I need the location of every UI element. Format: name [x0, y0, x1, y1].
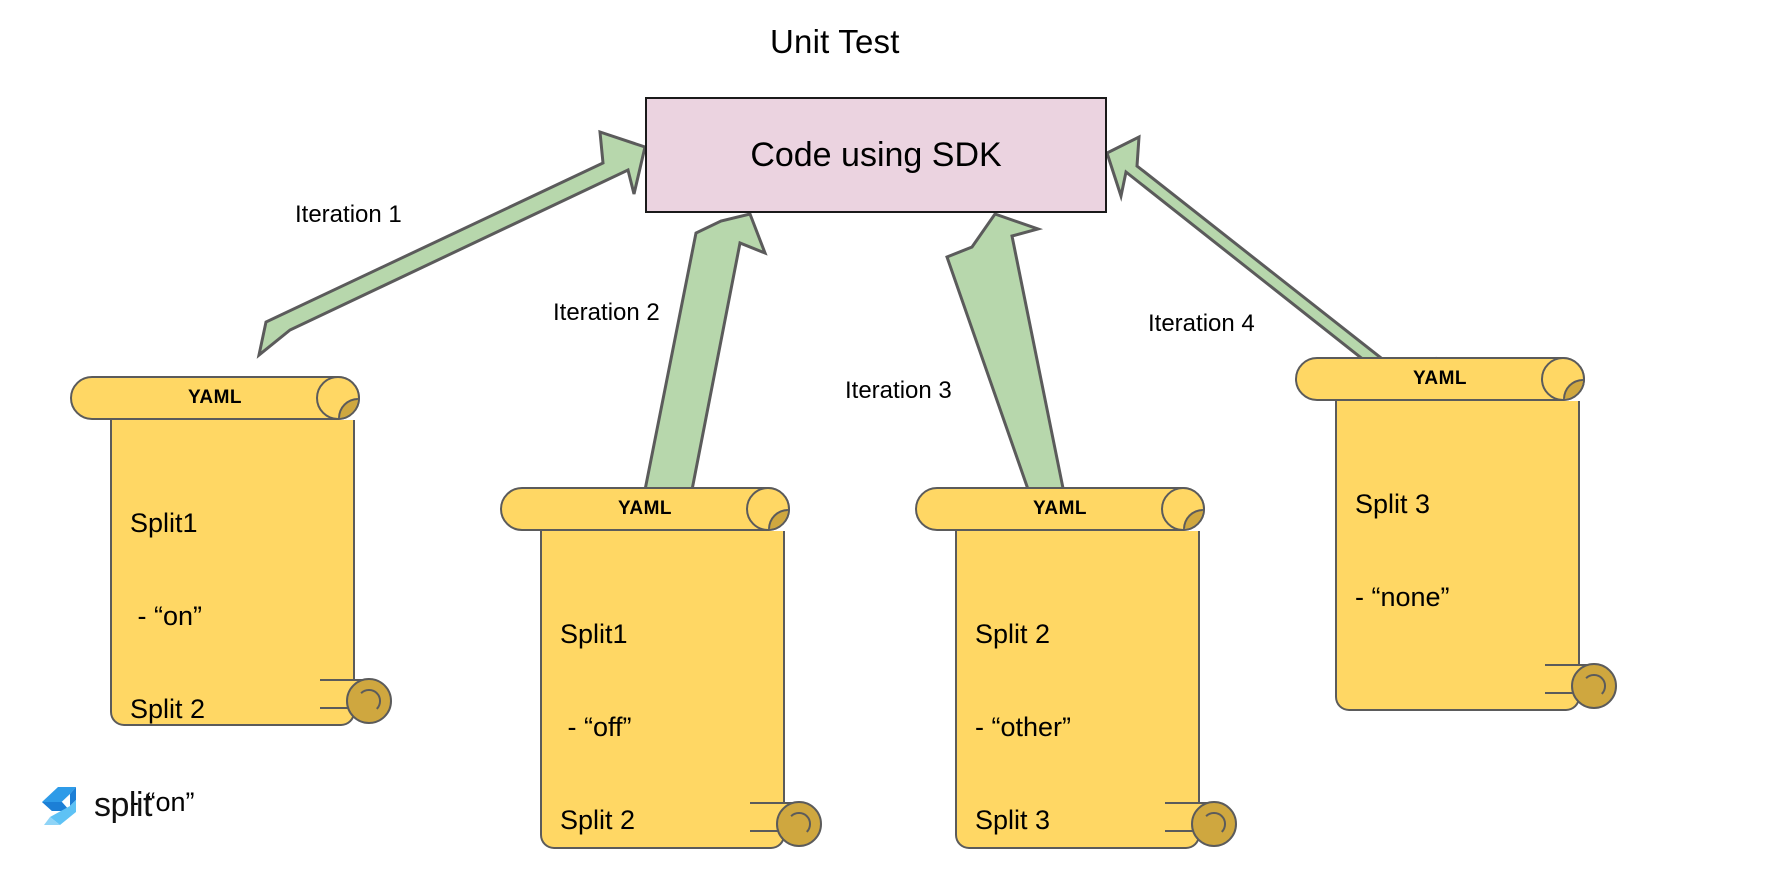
scroll-body — [110, 420, 355, 726]
scroll-bottom-curl-icon — [1571, 663, 1617, 709]
label-iteration-2: Iteration 2 — [553, 299, 660, 326]
scroll-lines: Split1 - “off” Split 2 - “off” Split 3 -… — [560, 557, 691, 870]
scroll-header: YAML — [915, 487, 1205, 531]
scroll-bottom-curl-icon — [346, 678, 392, 724]
scroll-bottom-curl-icon — [776, 801, 822, 847]
code-box-label: Code using SDK — [750, 136, 1002, 174]
arrow-iteration-2 — [643, 212, 768, 505]
scroll-bottom-curl-icon — [1191, 801, 1237, 847]
scroll-header-label: YAML — [1412, 368, 1468, 389]
label-iteration-1: Iteration 1 — [295, 201, 402, 228]
yaml-scroll-2: YAML Split1 - “off” Split 2 - “off” Spli… — [500, 487, 822, 870]
scroll-lines: Split1 - “on” Split 2 - “on” Split 3 - “… — [130, 446, 216, 870]
scroll-header: YAML — [1295, 357, 1585, 401]
scroll-line: - “none” — [1355, 582, 1450, 612]
scroll-top-curl-icon — [316, 376, 360, 420]
split-mark-icon — [42, 787, 76, 825]
scroll-header: YAML — [500, 487, 790, 531]
yaml-scroll-3: YAML Split 2 - “other” Split 3 - “low” — [915, 487, 1237, 870]
scroll-body — [1335, 401, 1580, 711]
label-iteration-4: Iteration 4 — [1148, 310, 1255, 337]
scroll-body — [540, 531, 785, 849]
scroll-line: Split 2 — [130, 694, 206, 724]
arrow-iteration-3 — [945, 212, 1068, 505]
scroll-line: - “other” — [975, 712, 1072, 742]
split-logo: split — [36, 782, 152, 828]
scroll-header: YAML — [70, 376, 360, 420]
scroll-top-curl-icon — [1541, 357, 1585, 401]
scroll-body — [955, 531, 1200, 849]
scroll-line: Split 2 — [975, 619, 1051, 649]
page-title: Unit Test — [770, 23, 900, 60]
scroll-line: Split1 — [130, 508, 198, 538]
scroll-lines: Split 3 - “none” — [1355, 427, 1450, 675]
scroll-line: Split 2 — [560, 805, 636, 835]
scroll-header-label: YAML — [617, 498, 673, 519]
code-using-sdk-box: Code using SDK — [645, 97, 1107, 213]
scroll-top-curl-icon — [1161, 487, 1205, 531]
scroll-line: - “off” — [560, 712, 632, 742]
scroll-header-label: YAML — [187, 387, 243, 408]
arrow-iteration-4 — [1105, 134, 1438, 389]
label-iteration-3: Iteration 3 — [845, 377, 952, 404]
scroll-header-label: YAML — [1032, 498, 1088, 519]
scroll-line: - “on” — [130, 787, 195, 817]
scroll-line: Split 3 — [1355, 489, 1431, 519]
scroll-line: - “on” — [130, 601, 203, 631]
scroll-lines: Split 2 - “other” Split 3 - “low” — [975, 557, 1071, 870]
scroll-line: Split 3 — [975, 805, 1051, 835]
scroll-top-curl-icon — [746, 487, 790, 531]
split-wordmark: split — [94, 786, 152, 824]
scroll-line: Split1 — [560, 619, 628, 649]
yaml-scroll-1: YAML Split1 - “on” Split 2 - “on” Split … — [70, 376, 392, 817]
yaml-scroll-4: YAML Split 3 - “none” — [1295, 357, 1617, 737]
